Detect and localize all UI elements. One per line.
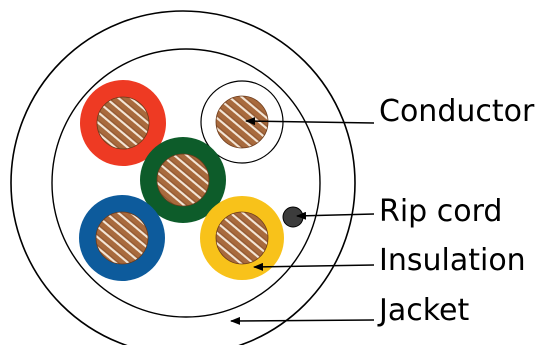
conductor-label: Conductor xyxy=(379,94,535,129)
yellow-wire xyxy=(200,196,284,280)
blue-conductor xyxy=(95,211,149,265)
rip-cord-leader-arrow xyxy=(296,211,375,220)
insulation-leader-arrow xyxy=(253,262,375,271)
rip-cord xyxy=(282,206,304,228)
red-conductor xyxy=(96,96,150,150)
rip-cord-label: Rip cord xyxy=(379,194,502,229)
insulation-label: Insulation xyxy=(379,243,526,278)
jacket-label: Jacket xyxy=(377,293,469,328)
green-conductor xyxy=(156,153,210,207)
jacket-leader-arrow xyxy=(230,316,375,325)
blue-wire xyxy=(79,195,165,281)
green-wire xyxy=(140,137,226,223)
red-wire xyxy=(80,80,166,166)
yellow-conductor xyxy=(215,211,269,265)
white-conductor xyxy=(215,95,269,149)
conductor-leader-arrow xyxy=(245,117,375,126)
